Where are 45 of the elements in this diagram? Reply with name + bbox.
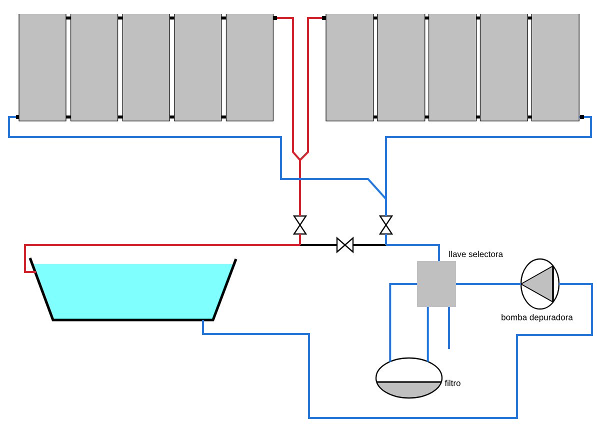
part-label: llave selectora (449, 250, 504, 258)
pipe-joint (118, 16, 123, 20)
pipe (448, 307, 450, 349)
pipe (426, 307, 429, 362)
pipe (385, 116, 592, 216)
valve-symbol (292, 215, 308, 235)
pipe (385, 234, 387, 245)
pipe (456, 283, 521, 285)
solar-panel (377, 14, 426, 122)
solar-panel (18, 14, 66, 122)
pool (28, 258, 238, 322)
solar-panel (326, 14, 374, 122)
pipe-joint (476, 116, 480, 118)
pipe-joint (66, 116, 71, 118)
pipe-joint (528, 16, 532, 20)
pipe-joint (170, 16, 174, 20)
pipe-joint (221, 116, 226, 118)
solar-panel (480, 14, 528, 122)
pipe (353, 244, 386, 246)
pipe (386, 244, 440, 261)
filter-tank (375, 357, 443, 399)
part-label: filtro (444, 380, 460, 386)
pipe (24, 244, 300, 273)
solar-panel (531, 14, 580, 122)
pipe-joint (221, 16, 226, 20)
pipe-joint (170, 116, 174, 118)
pipe-joint (424, 16, 429, 20)
solar-panel (174, 14, 222, 122)
pipe-joint (476, 16, 480, 20)
valve-symbol (378, 215, 394, 235)
solar-panel (428, 14, 477, 122)
solar-panel (70, 14, 118, 122)
valve-symbol (336, 236, 354, 254)
pipe-joint (374, 16, 378, 20)
part-label: bomba depuradora (502, 314, 573, 322)
pipe-joint (118, 116, 123, 118)
pipe-joint (374, 116, 378, 118)
pipe (202, 283, 593, 419)
solar-panel (122, 14, 170, 122)
solar-panel (226, 14, 274, 122)
pipe-joint (66, 16, 71, 20)
pipe (389, 283, 417, 362)
pipe-joint (528, 116, 532, 118)
selector-box (417, 261, 456, 307)
pipe-joint (424, 116, 429, 118)
